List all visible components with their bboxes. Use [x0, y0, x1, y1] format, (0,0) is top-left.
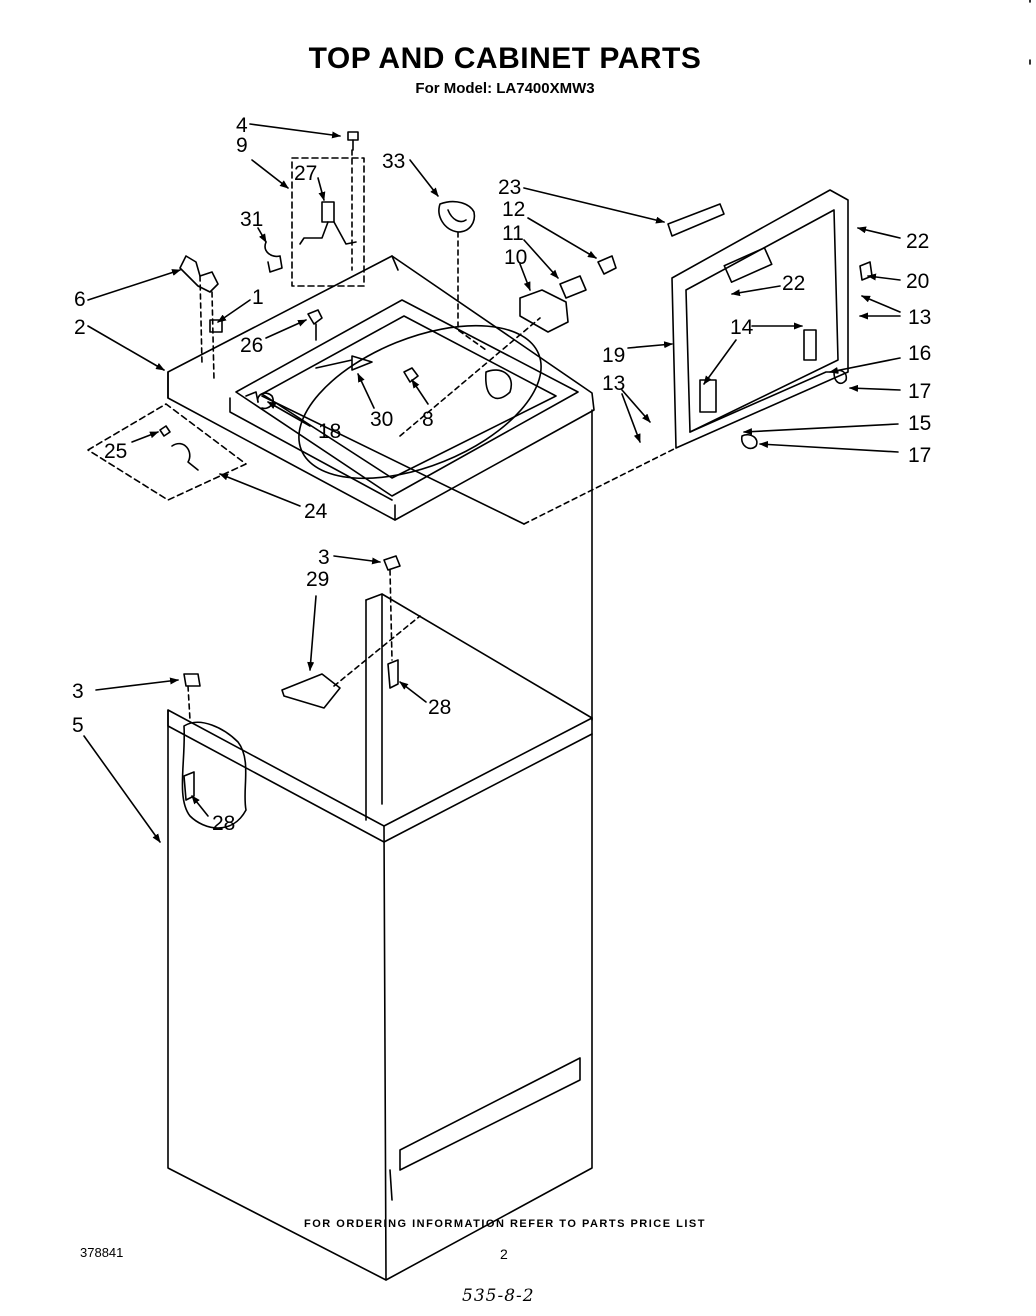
callout-11: 11	[502, 222, 524, 245]
callout-3-top: 3	[318, 546, 330, 569]
ordering-info-footer: FOR ORDERING INFORMATION REFER TO PARTS …	[304, 1218, 706, 1230]
bracket-29-leader	[333, 615, 421, 687]
callout-1: 1	[252, 286, 264, 309]
nut-1	[209, 319, 223, 333]
page-title: TOP AND CABINET PARTS	[308, 42, 702, 75]
bracket-leader	[399, 317, 541, 437]
callout-19: 19	[602, 344, 625, 367]
page-number: 2	[500, 1246, 508, 1262]
callout-8: 8	[422, 408, 434, 431]
wire-clip-31	[264, 241, 283, 273]
wire-harness-24	[171, 442, 199, 471]
washer-cabinet	[167, 593, 593, 1281]
switch-11	[559, 275, 587, 299]
callout-12: 12	[502, 198, 525, 221]
alignment-line	[261, 395, 525, 525]
panel-insert-23	[667, 203, 725, 237]
callout-2: 2	[74, 316, 86, 339]
callout-18: 18	[318, 420, 341, 443]
cap-leader-dashed	[457, 231, 487, 351]
callout-17-upper: 17	[908, 380, 931, 403]
callout-30: 30	[370, 408, 393, 431]
bracket-10	[519, 289, 569, 333]
panel-leader	[523, 447, 677, 525]
handwritten-note: 535-8-2	[462, 1286, 535, 1306]
callout-25: 25	[104, 440, 127, 463]
callout-10: 10	[504, 246, 527, 269]
callout-4: 4	[236, 114, 248, 137]
document-number: 378841	[80, 1245, 124, 1260]
washer-top-panel	[167, 255, 595, 721]
screw-25	[159, 425, 171, 437]
clip-3-top	[383, 555, 401, 571]
callout-13-left: 13	[602, 372, 625, 395]
clip-3-left	[183, 673, 201, 687]
lid-switch	[299, 201, 357, 245]
callout-9: 9	[236, 134, 248, 157]
console-back-panel	[671, 189, 849, 449]
pin-30	[315, 355, 373, 371]
grommet-26	[307, 309, 323, 325]
callout-leaders	[83, 123, 901, 843]
knob-17-lower	[740, 433, 758, 450]
callout-29: 29	[306, 568, 329, 591]
clip-3-left-leader	[187, 685, 191, 721]
callout-24: 24	[304, 500, 328, 523]
callout-6: 6	[74, 288, 86, 311]
screw-4	[347, 131, 359, 151]
callout-28-top: 28	[428, 696, 451, 719]
callout-13-right: 13	[908, 306, 931, 329]
screw-8	[403, 367, 419, 383]
bracket-20	[859, 261, 873, 281]
bumper-mount	[245, 391, 259, 403]
callout-33: 33	[382, 150, 405, 173]
item-24-dashed-box	[87, 403, 247, 501]
connector-12	[597, 255, 617, 275]
callout-17-lower: 17	[908, 444, 931, 467]
callout-15: 15	[908, 412, 931, 435]
model-subtitle: For Model: LA7400XMW3	[415, 80, 595, 97]
hinge-6	[179, 255, 219, 293]
screw-28-top	[387, 659, 399, 689]
hinge-leader	[199, 275, 203, 365]
bleach-dispenser-opening	[485, 369, 513, 400]
callout-22-lower: 22	[782, 272, 805, 295]
callout-20: 20	[906, 270, 929, 293]
hinge-leader-2	[211, 291, 215, 381]
bracket-29	[281, 673, 341, 709]
callout-28-left: 28	[212, 812, 235, 835]
item-9-dashed-box	[291, 157, 365, 287]
callout-31: 31	[240, 208, 263, 231]
callout-23: 23	[498, 176, 521, 199]
callout-27: 27	[294, 162, 317, 185]
callout-labels: 4 9 27 33 31 23 12 11 10 22 20 22 6 1 2 …	[72, 114, 931, 835]
callout-22-upper: 22	[906, 230, 929, 253]
callout-3-left: 3	[72, 680, 84, 703]
bleach-dispenser-cap	[438, 200, 476, 233]
callout-16: 16	[908, 342, 931, 365]
callout-26: 26	[240, 334, 263, 357]
callout-5: 5	[72, 714, 84, 737]
callout-14: 14	[730, 316, 754, 339]
clip-3-leader	[389, 569, 393, 661]
